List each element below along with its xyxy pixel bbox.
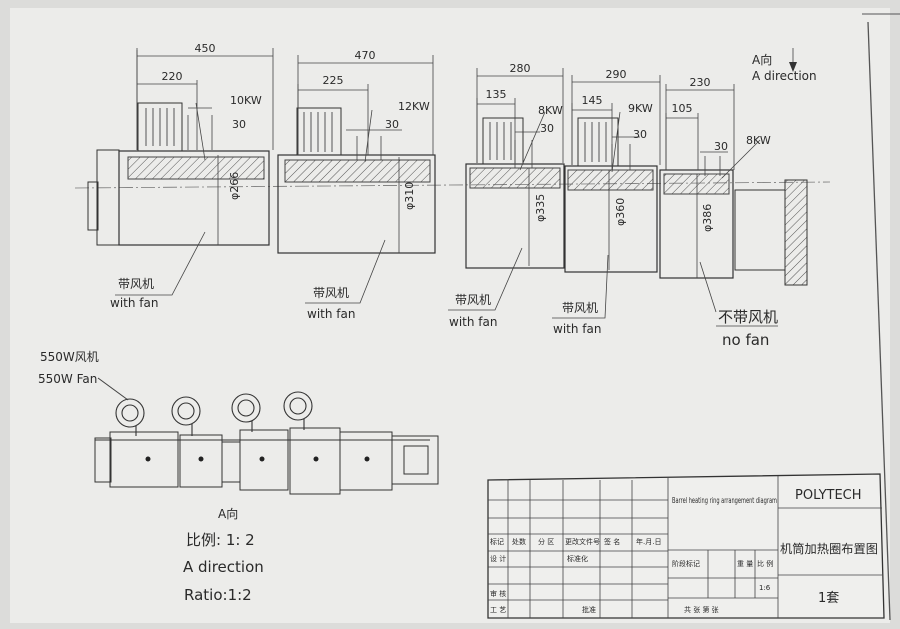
heater-diameter: φ360	[614, 198, 627, 226]
dimension-total: 290	[606, 68, 627, 81]
title-block-scale: 比 例	[757, 559, 773, 568]
title-block: 标记 处数 分 区 更改文件号 签 名 年.月.日 设 计 标准化 审 核 工 …	[487, 473, 885, 619]
drawing-title-cn: 机筒加热圈布置图	[780, 541, 878, 556]
fan-icon	[115, 398, 145, 428]
dimension-total: 280	[510, 62, 531, 75]
dimension-offset: 145	[582, 94, 603, 107]
heater-power: 12KW	[398, 100, 430, 113]
view-ratio-en: Ratio:1:2	[184, 586, 252, 604]
title-block-process: 工 艺	[490, 606, 506, 614]
fan-motor	[296, 107, 342, 156]
heater-power: 10KW	[230, 94, 262, 107]
fan-icon	[231, 393, 261, 423]
dimension-gap: 30	[714, 140, 728, 153]
title-block-header: 更改文件号	[565, 537, 600, 546]
title-block-scale-value: 1:6	[759, 584, 771, 592]
title-block-header: 年.月.日	[636, 537, 661, 546]
title-block-design: 设 计	[490, 554, 506, 563]
heater-power: 8KW	[538, 104, 563, 117]
fan-icon	[283, 391, 313, 421]
title-block-header: 分 区	[538, 537, 554, 546]
company-name: POLYTECH	[795, 488, 862, 503]
drawing-title-en: Barrel heating ring arrangement diagram	[672, 496, 777, 505]
title-block-sheet-count: 共 张 第 张	[684, 605, 719, 614]
title-block-header: 处数	[512, 537, 526, 546]
fan-label-cn: 不带风机	[718, 308, 778, 326]
heater-diameter: φ310	[403, 182, 416, 210]
title-block-stage-mark: 阶段标记	[672, 559, 700, 568]
fan-motor-fins	[303, 112, 333, 152]
heater-band	[277, 154, 436, 254]
fan-label-en: with fan	[553, 322, 601, 336]
dimension-total: 230	[690, 76, 711, 89]
heater-diameter: φ335	[534, 194, 547, 222]
title-block-std-check: 标准化	[567, 554, 588, 563]
dimension-gap: 30	[540, 122, 554, 135]
view-end-block	[403, 445, 429, 475]
fan-motor	[577, 117, 619, 167]
heater-section-hatch	[663, 173, 730, 195]
dimension-lines	[136, 48, 794, 278]
heater-section-hatch	[567, 169, 654, 191]
heater-power: 8KW	[746, 134, 771, 147]
fan-callout-en: 550W Fan	[38, 372, 97, 386]
view-flange	[94, 437, 112, 483]
barrel-end-flange	[784, 179, 808, 286]
sheet-border-right	[867, 21, 891, 621]
dimension-gap: 30	[385, 118, 399, 131]
fan-icon	[171, 396, 201, 426]
fan-motor	[482, 117, 524, 165]
fan-label-en: with fan	[110, 296, 158, 310]
fan-callout-cn: 550W风机	[40, 350, 99, 364]
view-heater	[239, 429, 289, 491]
heater-diameter: φ386	[701, 204, 714, 232]
heater-diameter: φ266	[228, 172, 241, 200]
dimension-total: 450	[195, 42, 216, 55]
fan-motor	[137, 102, 183, 152]
title-block-check: 审 核	[490, 589, 506, 598]
a-direction-view	[94, 377, 439, 495]
fan-label-cn: 带风机	[313, 286, 349, 300]
heater-section-hatch	[127, 156, 265, 180]
dimension-offset: 105	[672, 102, 693, 115]
view-end-block	[391, 435, 439, 485]
view-label-en: A direction	[183, 558, 264, 576]
heater-section-hatch	[284, 159, 431, 183]
fan-label-en: with fan	[307, 307, 355, 321]
fan-label-en: with fan	[449, 315, 497, 329]
direction-arrow	[789, 62, 797, 72]
fan-label-cn: 带风机	[455, 293, 491, 307]
heater-section-hatch	[469, 167, 561, 189]
dimension-total: 470	[355, 49, 376, 62]
dimension-offset: 225	[323, 74, 344, 87]
view-heater	[109, 431, 179, 488]
fan-motor-fins	[489, 122, 512, 160]
fan-label-cn: 带风机	[118, 277, 154, 291]
title-block-weight: 重 量	[737, 560, 753, 568]
heater-power: 9KW	[628, 102, 653, 115]
fan-label-en: no fan	[722, 331, 769, 349]
dimension-gap: 30	[232, 118, 246, 131]
dimension-offset: 135	[486, 88, 507, 101]
title-block-header: 标记	[490, 537, 504, 546]
fan-motor-fins	[584, 122, 607, 162]
title-block-header: 签 名	[604, 537, 620, 546]
barrel-end-flange	[87, 181, 99, 231]
direction-label-cn: A向	[752, 52, 772, 67]
fan-motor-fins	[145, 108, 175, 146]
title-block-approve: 批准	[582, 605, 596, 614]
dimension-gap: 30	[633, 128, 647, 141]
fan-label-leaders	[115, 231, 778, 327]
fan-label-cn: 带风机	[562, 301, 598, 315]
view-label-cn: A向	[218, 506, 238, 521]
direction-label-en: A direction	[752, 69, 817, 83]
heater-band	[118, 150, 270, 246]
barrel-assembly	[74, 102, 831, 286]
heater-band	[659, 169, 734, 279]
dimension-offset: 220	[162, 70, 183, 83]
quantity: 1套	[818, 590, 839, 606]
view-ratio-cn: 比例: 1: 2	[186, 531, 255, 549]
